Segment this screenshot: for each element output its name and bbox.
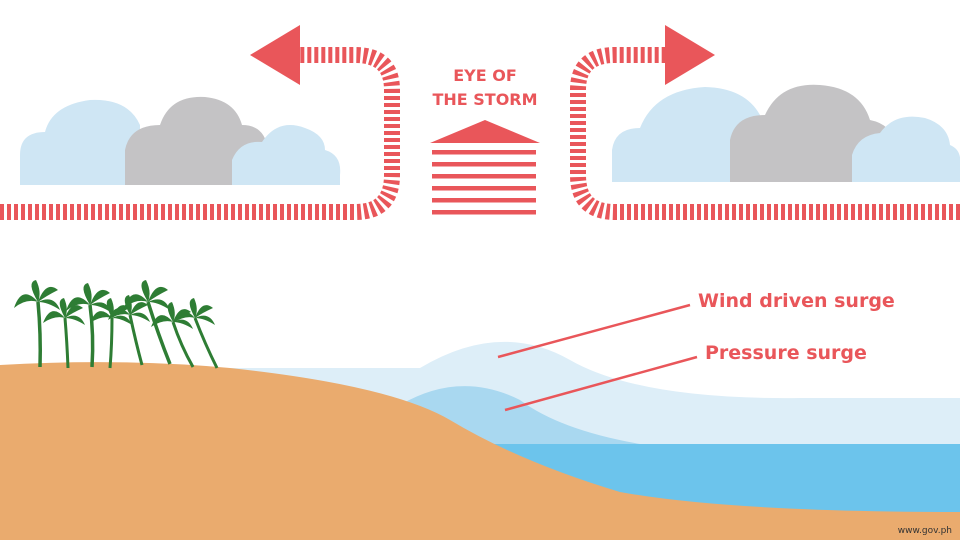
- wind-driven-surge-label: Wind driven surge: [698, 290, 895, 312]
- palm-tree-icon: [90, 298, 132, 369]
- right-arrow-icon: [665, 25, 715, 85]
- palm-tree-icon: [66, 283, 112, 368]
- palm-tree-icon: [173, 298, 219, 369]
- eye-of-storm-icon: [430, 120, 540, 215]
- land: [0, 362, 960, 540]
- cloud-icon: [612, 87, 760, 182]
- cloud-icon: [20, 99, 140, 185]
- palm-tree-group: [14, 280, 219, 369]
- left-cloud-group: [20, 96, 341, 185]
- palm-tree-icon: [124, 280, 172, 365]
- left-arrow-icon: [250, 25, 300, 85]
- right-cloud-group: [612, 84, 960, 182]
- cloud-icon: [232, 125, 341, 185]
- palm-tree-icon: [43, 298, 85, 369]
- pressure-surge-leader-line: [504, 355, 698, 412]
- eye-of-storm-label-line1: EYE OF: [453, 66, 517, 85]
- source-credit: www.gov.ph: [897, 526, 952, 536]
- palm-tree-icon: [108, 295, 150, 366]
- eye-of-storm-label-line2: THE STORM: [432, 90, 537, 109]
- wind-surge-leader-line: [497, 303, 691, 359]
- palm-tree-icon: [14, 280, 60, 368]
- palm-tree-icon: [151, 302, 195, 368]
- outflow-arrow-right: [570, 25, 960, 220]
- pressure-surge-label: Pressure surge: [705, 342, 867, 364]
- outflow-arrow-left: [0, 25, 400, 220]
- cloud-icon: [852, 116, 960, 182]
- wind-driven-surge: [230, 341, 960, 444]
